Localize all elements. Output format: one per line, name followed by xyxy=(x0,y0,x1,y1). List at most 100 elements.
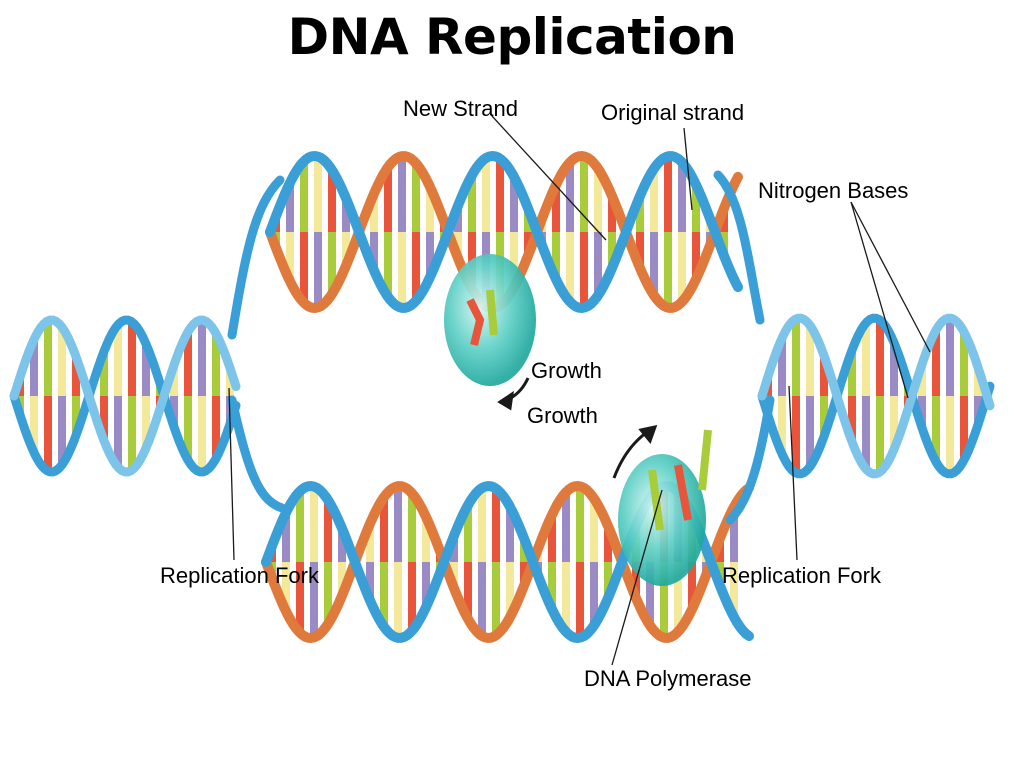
nitrogen-base xyxy=(604,525,612,562)
leader-nitrogen-bases-2 xyxy=(850,201,931,353)
nitrogen-base xyxy=(324,500,332,562)
nitrogen-base xyxy=(296,491,304,562)
nitrogen-base xyxy=(128,396,136,470)
nitrogen-base xyxy=(282,562,290,612)
nitrogen-base xyxy=(946,318,954,396)
nitrogen-base xyxy=(422,562,430,608)
nitrogen-base xyxy=(300,161,308,232)
nitrogen-base xyxy=(370,193,378,232)
nitrogen-base xyxy=(492,488,500,562)
nitrogen-base xyxy=(370,232,378,271)
nitrogen-base xyxy=(296,562,304,633)
nitrogen-base xyxy=(314,232,322,308)
nitrogen-base xyxy=(394,486,402,562)
growth-arrow-top-icon xyxy=(497,377,530,411)
nitrogen-base xyxy=(664,232,672,308)
nitrogen-base xyxy=(876,396,884,472)
nitrogen-base xyxy=(412,232,420,301)
nitrogen-base xyxy=(932,330,940,396)
nitrogen-base xyxy=(286,232,294,282)
nitrogen-base xyxy=(650,168,658,232)
nitrogen-base xyxy=(608,232,616,269)
nitrogen-base xyxy=(314,156,322,232)
nitrogen-base xyxy=(678,162,686,232)
nitrogen-base xyxy=(170,365,178,396)
nitrogen-base xyxy=(678,232,686,302)
nitrogen-base xyxy=(478,487,486,562)
nitrogen-base xyxy=(576,562,584,638)
nitrogen-base xyxy=(890,342,898,396)
nitrogen-base xyxy=(580,156,588,232)
nitrogen-base xyxy=(478,562,486,637)
label-growth-bottom: Growth xyxy=(527,403,598,428)
nitrogen-base xyxy=(890,396,898,450)
nitrogen-base xyxy=(100,351,108,396)
growth-arrow-bottom-icon xyxy=(612,424,658,479)
nitrogen-base xyxy=(492,562,500,636)
nitrogen-base xyxy=(510,232,518,288)
leader-new-strand xyxy=(491,115,607,241)
nitrogen-base xyxy=(464,505,472,562)
nitrogen-base xyxy=(128,322,136,396)
nitrogen-base xyxy=(674,562,682,632)
nitrogen-base xyxy=(408,562,416,631)
nitrogen-base xyxy=(44,396,52,472)
nitrogen-base xyxy=(566,162,574,232)
nitrogen-base xyxy=(820,355,828,396)
leader-replication-fork-right xyxy=(788,385,798,561)
nitrogen-base xyxy=(862,396,870,470)
nitrogen-base xyxy=(862,322,870,396)
nitrogen-base xyxy=(562,492,570,562)
nitrogen-base xyxy=(792,396,800,474)
nitrogen-base xyxy=(778,396,786,454)
nitrogen-base xyxy=(820,396,828,437)
nitrogen-base xyxy=(552,184,560,232)
nitrogen-base xyxy=(72,356,80,396)
nitrogen-base xyxy=(184,396,192,461)
nitrogen-base xyxy=(918,364,926,396)
nitrogen-base xyxy=(688,562,696,610)
nitrogen-base xyxy=(730,506,738,562)
nitrogen-base xyxy=(562,562,570,632)
nitrogen-base xyxy=(366,562,374,601)
nitrogen-base xyxy=(72,396,80,436)
nitrogen-base xyxy=(338,528,346,562)
nitrogen-base xyxy=(394,562,402,638)
replication-fork-arms xyxy=(227,170,775,525)
nitrogen-base xyxy=(398,232,406,308)
nitrogen-base xyxy=(30,396,38,453)
nitrogen-base xyxy=(848,396,856,442)
left-parent-helix-bases xyxy=(16,320,234,472)
nitrogen-base xyxy=(664,156,672,232)
nitrogen-base xyxy=(342,232,350,266)
nitrogen-base xyxy=(590,562,598,626)
nitrogen-base xyxy=(384,232,392,297)
dna-polymerase-top xyxy=(444,254,536,386)
nitrogen-base xyxy=(580,232,588,308)
nitrogen-base xyxy=(636,195,644,232)
nitrogen-base xyxy=(398,156,406,232)
nitrogen-base xyxy=(730,562,738,618)
nitrogen-base xyxy=(608,195,616,232)
nitrogen-base xyxy=(946,396,954,474)
leader-original-strand xyxy=(683,127,693,211)
nitrogen-base xyxy=(792,318,800,396)
nitrogen-base xyxy=(198,396,206,472)
nitrogen-base xyxy=(338,562,346,596)
nitrogen-base xyxy=(960,396,968,461)
page-title: DNA Replication xyxy=(287,8,737,66)
label-growth-top: Growth xyxy=(531,358,602,383)
nitrogen-base xyxy=(300,232,308,303)
label-new-strand: New Strand xyxy=(403,96,518,121)
nitrogen-base xyxy=(510,176,518,232)
nitrogen-base xyxy=(650,232,658,296)
nitrogen-base xyxy=(468,175,476,232)
nitrogen-base xyxy=(646,562,654,626)
nitrogen-base xyxy=(342,198,350,232)
nitrogen-base xyxy=(212,396,220,459)
nitrogen-base xyxy=(324,562,332,624)
nitrogen-base xyxy=(604,562,612,599)
nitrogen-base xyxy=(548,514,556,562)
nitrogen-base xyxy=(198,320,206,396)
